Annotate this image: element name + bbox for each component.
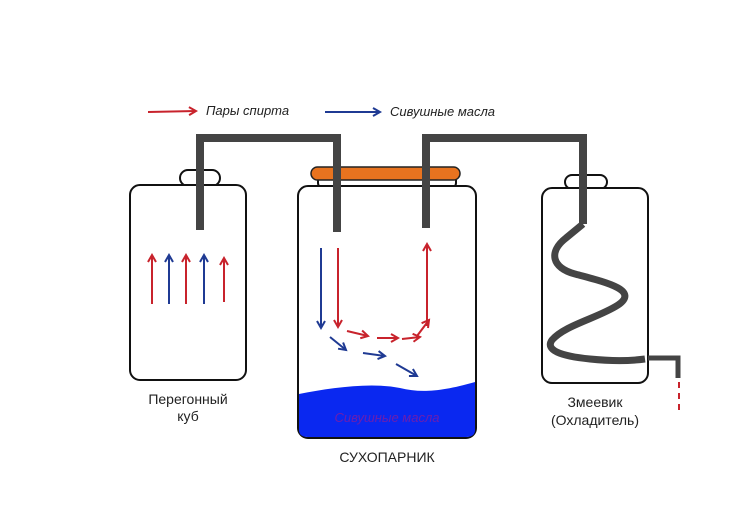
pipe-still-to-steamer <box>196 134 341 232</box>
condenser-label-line1: Змеевик <box>567 394 623 410</box>
condenser-label: Змеевик (Охладитель) <box>530 393 660 429</box>
fusel-oil-liquid <box>299 382 475 437</box>
coil <box>546 221 646 364</box>
dry-steamer-label: СУХОПАРНИК <box>339 449 435 465</box>
outlet-pipe <box>648 355 681 378</box>
still-label-line2: куб <box>177 408 199 424</box>
pipes <box>196 134 681 378</box>
still-arrows <box>152 255 224 304</box>
still-label-line1: Перегонный <box>148 391 228 407</box>
still-label: Перегонный куб <box>120 391 256 425</box>
legend-vapor-label: Пары спирта <box>206 103 290 118</box>
dry-steamer-vessel <box>297 166 477 439</box>
condenser-label-line2: (Охладитель) <box>550 412 640 428</box>
legend-fusel-label: Сивушные масла <box>390 104 496 119</box>
liquid-label: Сивушные масла <box>334 410 440 425</box>
pipe-steamer-to-condenser <box>422 134 587 228</box>
steamer-arrows <box>321 244 429 376</box>
still-vessel <box>129 169 247 381</box>
legend-vapor-arrow <box>147 111 196 112</box>
